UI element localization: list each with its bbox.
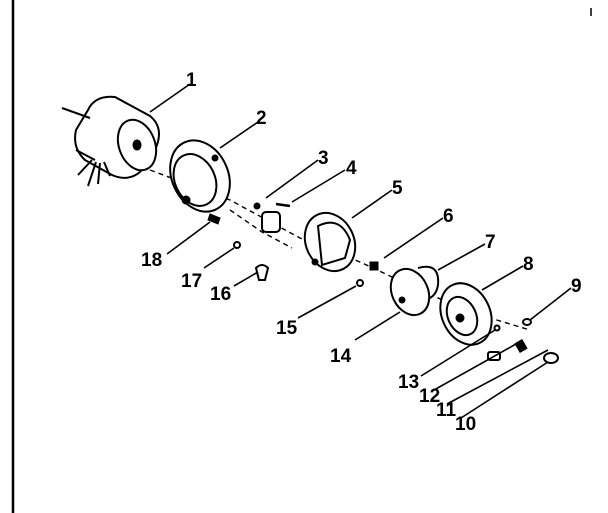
- part-6-15-parts: [356, 261, 379, 287]
- callout-9: 9: [571, 276, 582, 297]
- assembly-axis-branch: [229, 209, 293, 249]
- callout-2: 2: [256, 108, 267, 129]
- callout-4: 4: [346, 158, 357, 179]
- callout-8: 8: [523, 254, 534, 275]
- part-8-cover: [439, 282, 493, 346]
- part-1-motor: [61, 95, 160, 187]
- callout-15: 15: [276, 318, 298, 339]
- part-5-bracket: [303, 211, 357, 273]
- part-3-nut: [253, 202, 261, 210]
- part-18-screw: [207, 213, 221, 225]
- callout-10: 10: [455, 414, 476, 435]
- callout-17: 17: [181, 271, 202, 292]
- assembly-axis: [149, 169, 531, 331]
- leader-lines: [149, 83, 572, 419]
- callout-18: 18: [141, 250, 162, 271]
- callout-1: 1: [186, 70, 197, 91]
- callout-7: 7: [485, 232, 496, 253]
- callout-11: 11: [436, 400, 457, 421]
- part-7-14-clip-plate: [389, 265, 440, 317]
- callout-16: 16: [210, 284, 231, 305]
- part-9-13-fasteners: [487, 318, 559, 364]
- callout-5: 5: [392, 178, 403, 199]
- callout-14: 14: [330, 346, 352, 367]
- part-4-pin: [275, 202, 291, 208]
- callout-6: 6: [443, 206, 454, 227]
- callout-3: 3: [318, 148, 329, 169]
- part-2-end-plate: [169, 139, 231, 213]
- callout-labels: 1 2 3 4 5 6 7 8 9 10 11 12 13 14 15 16 1…: [141, 70, 582, 435]
- callout-13: 13: [398, 372, 419, 393]
- part-16-17-fasteners: [233, 211, 281, 281]
- callout-12: 12: [419, 386, 440, 407]
